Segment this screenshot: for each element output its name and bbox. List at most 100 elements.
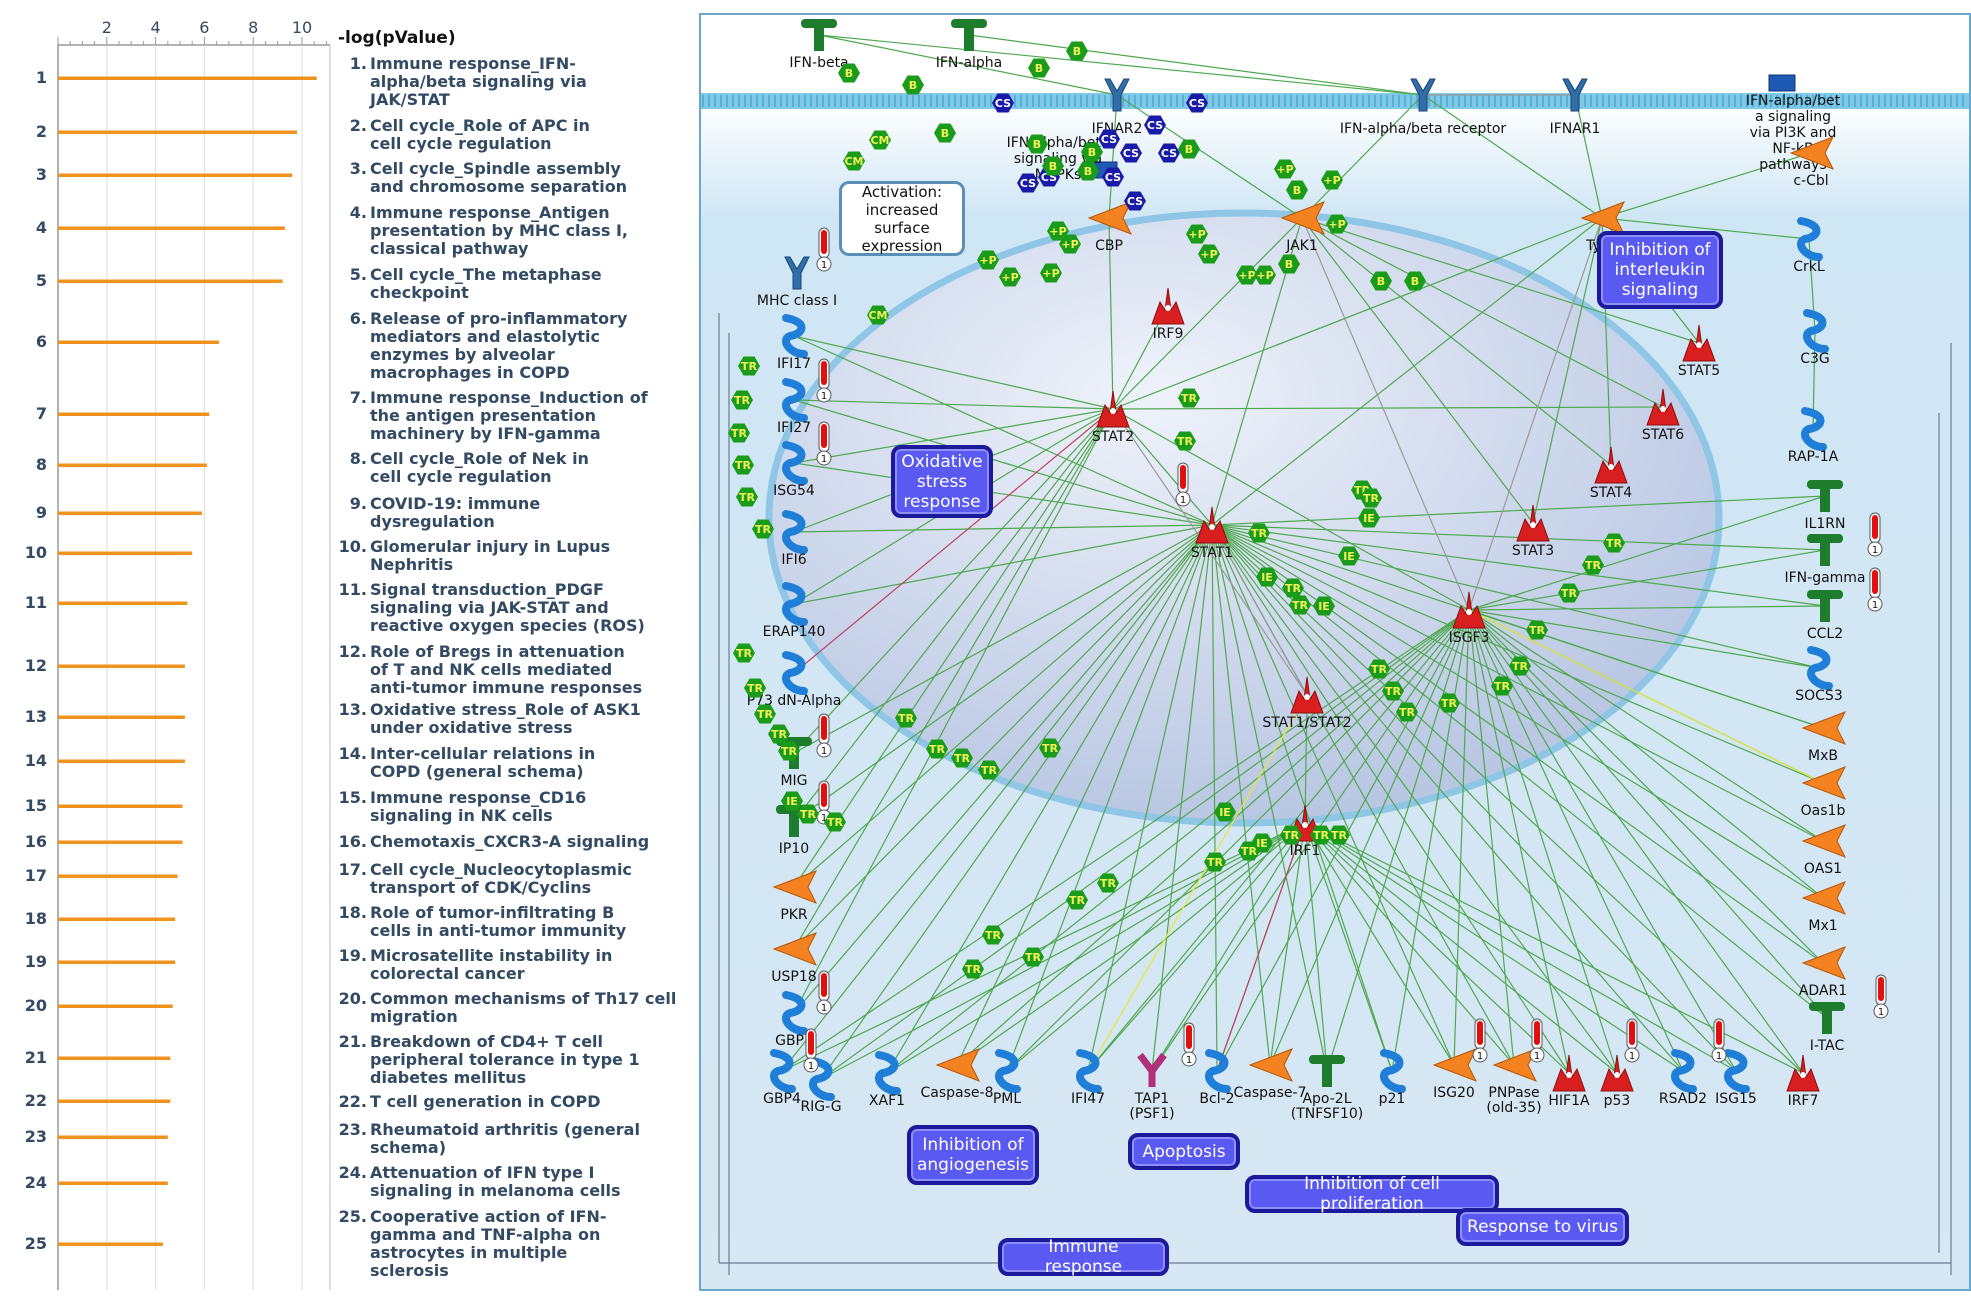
hex-label: TR	[1285, 582, 1302, 595]
node-label: GBP4	[763, 1091, 801, 1107]
hex-shape	[1326, 214, 1348, 234]
tag-plusP: +P	[999, 267, 1021, 287]
category-label-5: 5	[36, 271, 47, 290]
category-label-9: 9	[36, 503, 47, 522]
hex-shape	[1097, 873, 1119, 893]
bar-16	[58, 840, 183, 844]
pathway-number: 4.	[349, 203, 367, 222]
tag-TR: TR	[736, 487, 758, 507]
edge	[1326, 609, 1470, 1072]
expression-fill	[821, 973, 827, 997]
tag-TR: TR	[1368, 659, 1390, 679]
node-label: XAF1	[869, 1093, 905, 1109]
tag-TR: TR	[962, 959, 984, 979]
tag-TR: TR	[1289, 595, 1311, 615]
hex-shape	[1289, 595, 1311, 615]
expression-fill	[821, 716, 827, 740]
node-label: IRF1	[1290, 843, 1321, 859]
node-mx1: Mx1	[1801, 881, 1847, 934]
hex-shape	[1360, 488, 1382, 508]
edge	[1304, 822, 1737, 1072]
enzyme-icon	[772, 932, 818, 966]
node-label: IRF7	[1788, 1093, 1819, 1109]
receptor-icon	[1562, 78, 1588, 112]
ligand-icon	[1807, 480, 1843, 489]
tf-center-dot	[1566, 1072, 1572, 1078]
protein-icon	[782, 441, 808, 485]
category-label-17: 17	[25, 866, 47, 885]
tag-B: B	[1370, 271, 1392, 291]
hex-label: TR	[929, 743, 946, 756]
tag-B: B	[1042, 156, 1064, 176]
expression-fill	[1186, 1025, 1192, 1049]
hex-label: B	[1073, 45, 1081, 58]
hex-shape	[1558, 583, 1580, 603]
hex-shape	[1158, 143, 1180, 163]
hex-label: CS	[1147, 119, 1163, 132]
edge	[1304, 822, 1328, 1072]
expression-fill	[821, 230, 827, 254]
process-inhibition-of-cell-proliferation: Inhibition of cell proliferation	[1245, 1174, 1499, 1214]
tf-center-dot	[1302, 822, 1308, 828]
tag-TR: TR	[728, 423, 750, 443]
tag-B: B	[1077, 161, 1099, 181]
tag-plusP: +P	[1321, 170, 1343, 190]
hex-shape	[1059, 234, 1081, 254]
x-tick-label: 10	[292, 18, 312, 37]
hex-label: TR	[1251, 527, 1268, 540]
edge	[1151, 524, 1213, 1072]
hex-shape	[1274, 159, 1296, 179]
node-ifn-beta: IFN-beta	[789, 19, 849, 71]
hex-label: +P	[1001, 271, 1018, 284]
marker-circle	[803, 1057, 819, 1073]
tag-B: B	[1404, 271, 1426, 291]
hex-label: +P	[1323, 174, 1340, 187]
ligand-stem	[1820, 596, 1830, 622]
edge	[1112, 217, 1603, 410]
hex-shape	[1370, 271, 1392, 291]
edge	[1087, 822, 1306, 1072]
tag-TR: TR	[1178, 388, 1200, 408]
hex-shape	[736, 487, 758, 507]
hex-shape	[1081, 142, 1103, 162]
pathway-number: 18.	[338, 903, 367, 922]
hex-shape	[768, 724, 790, 744]
node-label-2: (PSF1)	[1129, 1106, 1174, 1122]
tag-TR: TR	[1582, 555, 1604, 575]
hex-label: CM	[870, 134, 889, 147]
tag-TR: TR	[1360, 488, 1382, 508]
hex-label: +P	[1256, 269, 1273, 282]
node-il1rn: IL1RN	[1804, 480, 1846, 532]
category-label-8: 8	[36, 455, 47, 474]
node-isg20: ISG20	[1432, 1048, 1478, 1101]
tag-TR: TR	[797, 804, 819, 824]
edge	[1211, 524, 1218, 1072]
expression-fill	[808, 1031, 814, 1055]
edge	[1216, 822, 1306, 1072]
tag-IE: IE	[1214, 802, 1236, 822]
hex-label: TR	[1371, 663, 1388, 676]
x-tick-label: 8	[248, 18, 258, 37]
edge	[793, 399, 1213, 526]
node-bcl-2: Bcl-2	[1199, 1049, 1235, 1107]
protein-icon	[782, 378, 808, 422]
tag-IE: IE	[1256, 567, 1278, 587]
edge	[956, 822, 1306, 1066]
hex-shape	[934, 123, 956, 143]
marker-circle	[1529, 1047, 1545, 1063]
edge	[1453, 609, 1470, 1066]
edge	[1211, 495, 1826, 526]
hex-shape	[1282, 578, 1304, 598]
marker-circle	[1181, 1051, 1197, 1067]
tag-plusP: +P	[1326, 214, 1348, 234]
